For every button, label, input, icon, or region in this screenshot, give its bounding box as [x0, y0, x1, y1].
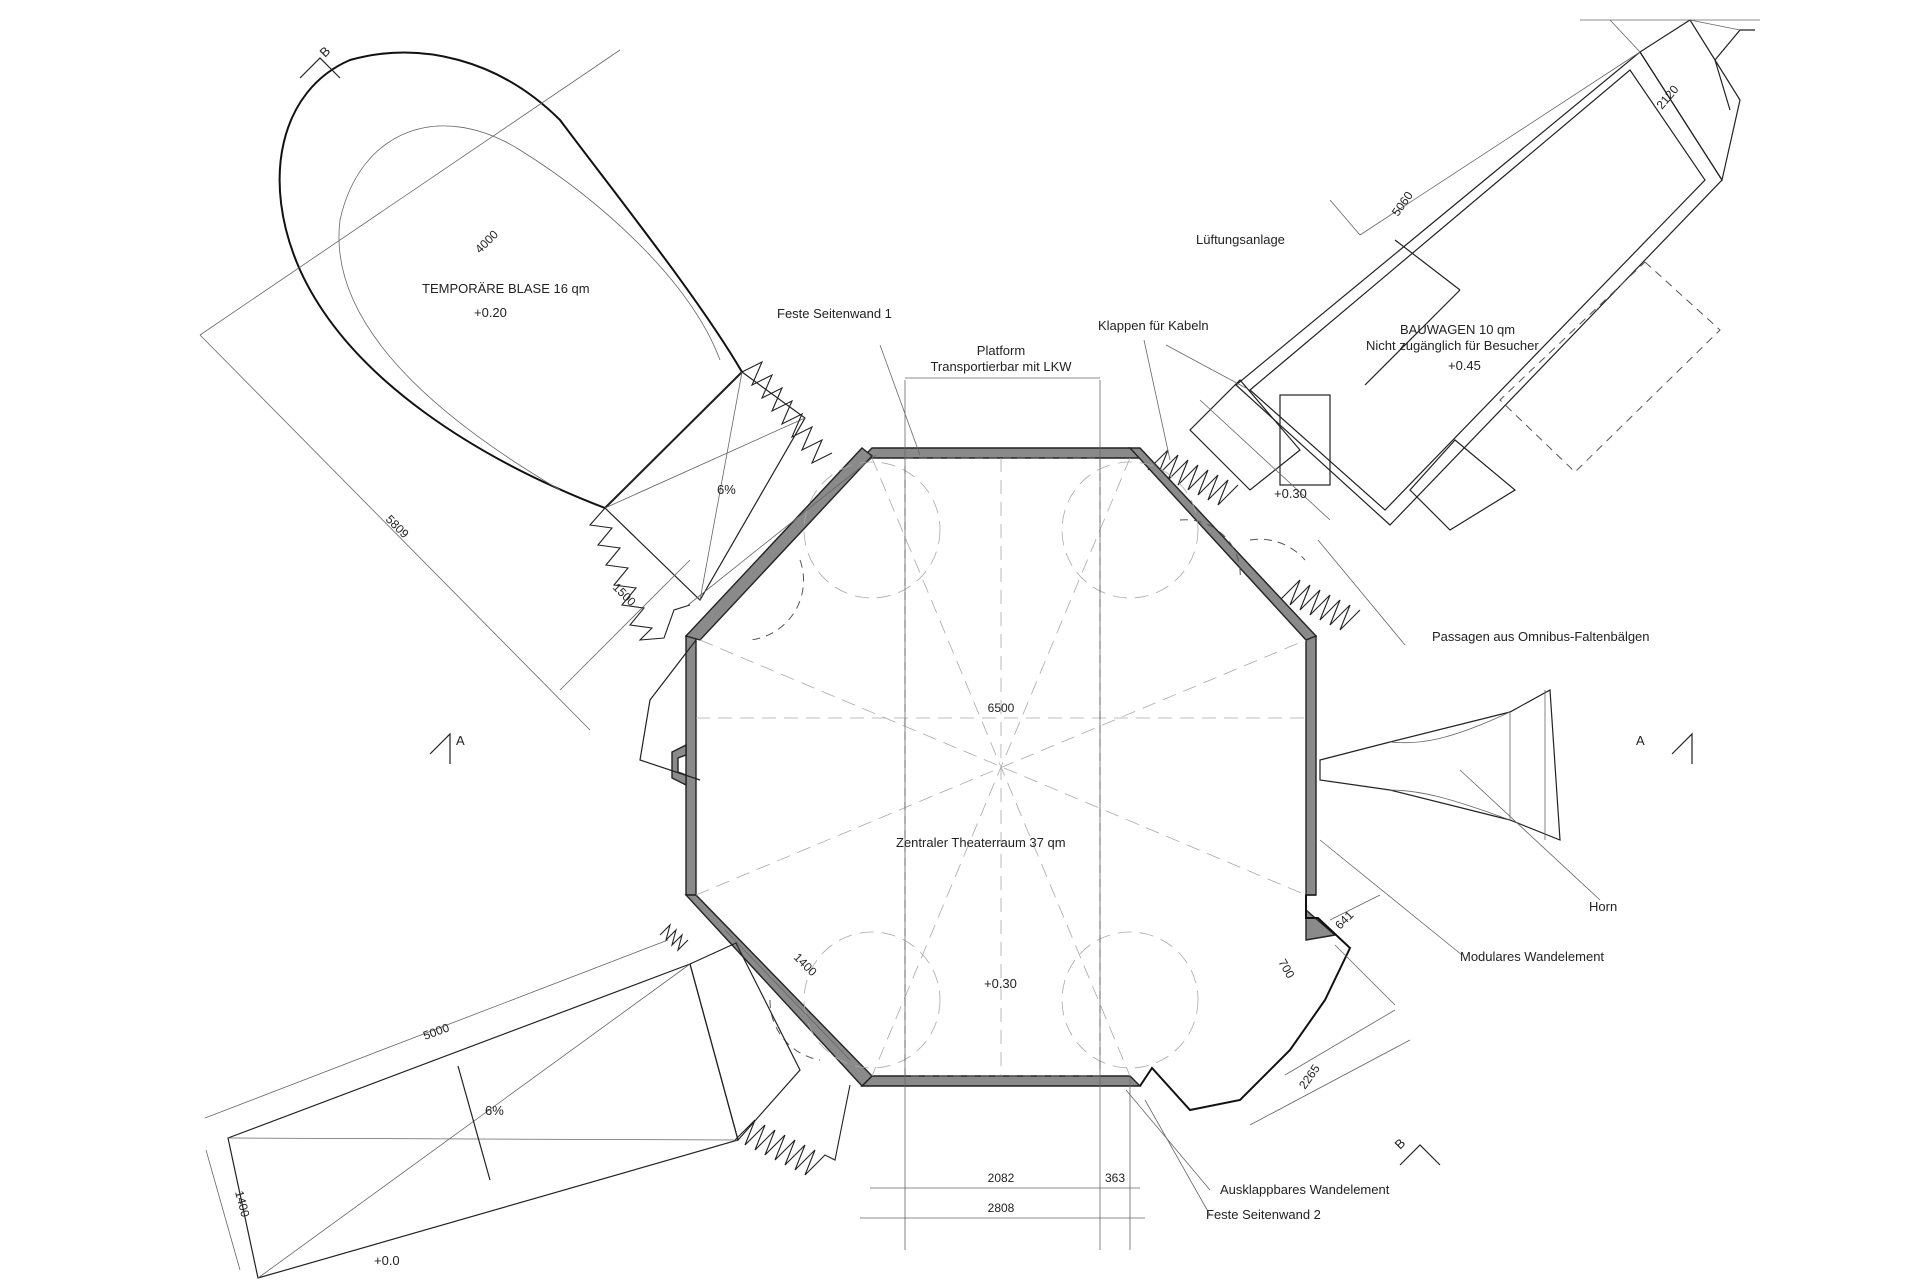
- module-dimensions: [1249, 894, 1411, 1126]
- dim-ramp-length: 5000: [421, 1020, 451, 1042]
- central-room-label: Zentraler Theaterraum 37 qm: [896, 835, 1066, 850]
- dim-trailer-length: 5060: [1389, 189, 1416, 219]
- dim-trailer-width: 2120: [1654, 82, 1682, 112]
- bubble-slope: 6%: [717, 482, 736, 497]
- dim-ramp-width: 1400: [232, 1189, 253, 1219]
- section-a-right: A: [1636, 733, 1645, 748]
- trailer-level: +0.45: [1448, 358, 1481, 373]
- trailer: [1189, 19, 1760, 531]
- platform-label-2: Transportierbar mit LKW: [930, 359, 1072, 374]
- bellows: [588, 360, 1361, 1176]
- dim-platform-2808: 2808: [988, 1201, 1015, 1215]
- bubble-title: TEMPORÄRE BLASE 16 qm: [422, 281, 590, 296]
- horn: [1319, 689, 1561, 841]
- section-a-left: A: [456, 733, 465, 748]
- dim-platform-363: 363: [1105, 1171, 1125, 1185]
- foldout-wall-label: Ausklappbares Wandelement: [1220, 1182, 1390, 1197]
- wall-fixed-1-label: Feste Seitenwand 1: [777, 306, 892, 321]
- bubble-level: +0.20: [474, 305, 507, 320]
- dim-module-700: 700: [1275, 957, 1297, 982]
- section-b-bottom: B: [1392, 1135, 1409, 1152]
- ramp-slope: 6%: [485, 1103, 504, 1118]
- leader-lines: [879, 339, 1601, 1216]
- ramp: [204, 939, 801, 1279]
- passage-level: +0.30: [1274, 486, 1307, 501]
- passages-label: Passagen aus Omnibus-Faltenbälgen: [1432, 629, 1650, 644]
- trailer-title: BAUWAGEN 10 qm: [1400, 322, 1515, 337]
- dim-bubble-length: 5809: [383, 512, 412, 541]
- section-markers: [299, 57, 1693, 1166]
- modular-wall-label: Modulares Wandelement: [1460, 949, 1604, 964]
- dim-module-641: 641: [1332, 908, 1356, 932]
- central-level: +0.30: [984, 976, 1017, 991]
- ground-level: +0.0: [374, 1253, 400, 1268]
- dim-bubble-diameter: 4000: [472, 227, 501, 256]
- passage-details: [639, 454, 1306, 1061]
- central-octagon: [671, 447, 1352, 1112]
- dim-left-passage: 1400: [791, 950, 820, 979]
- temporary-bubble: [199, 49, 806, 731]
- wall-fixed-2-label: Feste Seitenwand 2: [1206, 1207, 1321, 1222]
- section-b-top: B: [317, 43, 334, 60]
- trailer-note: Nicht zugänglich für Besucher: [1366, 338, 1539, 353]
- horn-label: Horn: [1589, 899, 1617, 914]
- platform-label-1: Platform: [977, 343, 1025, 358]
- dim-platform-2082: 2082: [988, 1171, 1015, 1185]
- dim-octagon-width: 6500: [988, 701, 1015, 715]
- cable-flaps-label: Klappen für Kabeln: [1098, 318, 1209, 333]
- platform: [860, 377, 1145, 1250]
- ventilation-label: Lüftungsanlage: [1196, 232, 1285, 247]
